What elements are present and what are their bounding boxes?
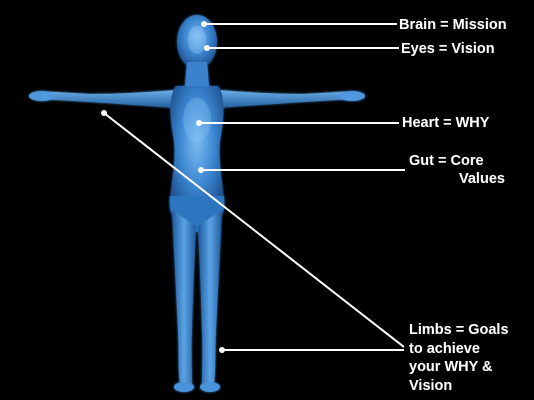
gut-label: Gut = Core Values: [409, 152, 505, 188]
heart-label: Heart = WHY: [402, 114, 489, 132]
limbs-label-line-1: Limbs = Goals: [409, 321, 509, 340]
limbs-label: Limbs = Goals to achieve your WHY & Visi…: [409, 321, 509, 395]
brain-label-text: Brain = Mission: [399, 16, 507, 34]
brain-label: Brain = Mission: [399, 16, 507, 34]
right-leg-shape: [198, 210, 222, 384]
left-leg-shape: [172, 210, 196, 384]
eyes-label: Eyes = Vision: [401, 40, 495, 58]
leader-lines: [101, 21, 405, 353]
right-hand-shape: [339, 91, 365, 101]
brain-dot: [201, 21, 207, 27]
face-highlight: [188, 26, 206, 54]
limbs-arm-dot: [101, 110, 107, 116]
gut-label-line-1: Gut = Core: [409, 152, 505, 170]
heart-dot: [196, 120, 202, 126]
gut-label-line-2: Values: [409, 170, 505, 188]
limbs-leg-dot: [219, 347, 225, 353]
limbs-arm-leader-line: [104, 113, 404, 347]
limbs-label-line-4: Vision: [409, 377, 509, 396]
neck-shape: [185, 62, 209, 86]
eyes-label-text: Eyes = Vision: [401, 40, 495, 58]
right-foot-shape: [200, 382, 220, 392]
chest-highlight: [183, 98, 211, 142]
limbs-label-line-3: your WHY &: [409, 358, 509, 377]
left-foot-shape: [174, 382, 194, 392]
eyes-dot: [204, 45, 210, 51]
gut-dot: [198, 167, 204, 173]
body-silhouette: [29, 15, 365, 392]
limbs-label-line-2: to achieve: [409, 340, 509, 359]
left-arm-shape: [31, 90, 176, 108]
left-hand-shape: [29, 91, 55, 101]
heart-label-text: Heart = WHY: [402, 114, 489, 132]
